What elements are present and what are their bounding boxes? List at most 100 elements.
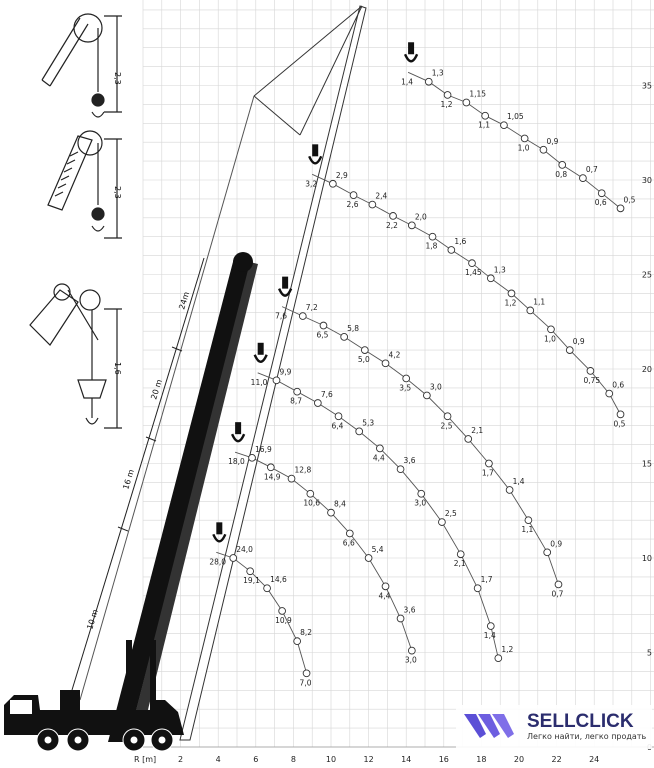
load-point [360,346,369,354]
load-point [443,412,452,421]
load-point [486,622,495,630]
load-label: 7,2 [306,303,318,312]
load-label: 2,4 [375,192,387,201]
load-label: 1,4 [484,631,496,640]
load-label: 0,9 [546,137,558,146]
y-tick-label: 10 [642,554,652,563]
x-tick-label: 24 [589,755,599,764]
load-point [579,174,587,182]
load-point [558,161,567,169]
load-label: 1,0 [518,143,530,152]
load-point [396,465,405,474]
load-label: 12,8 [295,466,312,475]
load-label: 3,2 [305,179,317,188]
load-label: 3,6 [404,456,416,465]
load-point [494,654,503,663]
load-point [616,410,625,419]
load-label: 3,5 [399,383,411,392]
load-point [396,614,405,623]
load-label: 2,5 [441,421,453,430]
load-point [524,516,533,525]
x-tick-label: 2 [178,755,183,764]
load-point [456,550,465,559]
load-label: 0,9 [550,539,562,548]
boom-dim-10m: 10 m [85,608,100,630]
hook-icon [231,422,246,443]
load-point [565,346,574,354]
load-point [464,435,473,443]
load-point [313,399,322,407]
load-label: 2,1 [454,559,466,568]
load-label: 4,2 [389,350,401,359]
x-tick-label: 8 [291,755,296,764]
load-point [417,489,426,498]
load-point [272,376,281,385]
load-point [462,98,471,107]
load-point [248,453,256,462]
y-tick-label: 25 [642,271,652,280]
load-label: 0,9 [573,337,585,346]
load-label: 3,6 [404,605,416,614]
load-label: 1,4 [513,477,525,486]
x-tick-label: 18 [476,755,486,764]
load-label: 6,4 [332,421,344,430]
load-label: 1,2 [441,100,453,109]
load-point [345,529,354,538]
load-point [402,374,411,383]
axis-labels: R [m]2468101214161820222405101520253035 [134,82,652,765]
load-label: 0,75 [583,376,600,385]
load-label: 4,4 [373,453,385,462]
load-curve-line [281,306,559,585]
crane-truck [4,640,184,735]
load-label: 1,1 [478,121,490,130]
load-curve-line [257,372,499,659]
load-label: 5,0 [358,355,370,364]
load-label: 2,5 [445,509,457,518]
load-label: 7,6 [275,312,287,321]
load-point [423,391,431,400]
x-tick-label: 12 [364,755,374,764]
load-point [389,212,397,220]
load-label: 8,7 [290,397,302,406]
hook-icon [253,342,268,363]
y-tick-label: 15 [642,460,652,469]
load-point [287,474,296,483]
x-tick-label: 6 [253,755,258,764]
load-label: 8,2 [300,628,312,637]
load-point [229,554,238,562]
load-label: 10,6 [303,499,320,508]
x-tick-label: 14 [401,755,411,764]
load-label: 1,45 [465,268,482,277]
load-label: 1,1 [521,525,533,534]
load-label: 6,6 [343,538,355,547]
load-point [306,489,315,498]
load-point [485,459,493,468]
load-label: 14,9 [264,472,281,481]
hook-dim-1: 2,3 [113,72,122,85]
load-point [443,91,452,99]
load-label: 0,5 [624,195,636,204]
hook-icons [212,42,419,543]
load-point [543,548,552,557]
load-label: 3,0 [430,382,442,391]
hook-diagram-2 [47,130,122,239]
load-point [319,321,328,330]
hook-diagram-1 [41,13,122,118]
x-tick-label: 20 [514,755,524,764]
load-point [500,121,508,130]
load-point [334,412,343,421]
load-point [293,637,302,646]
sellclick-logo-icon [464,714,486,738]
load-point [381,582,390,591]
load-label: 10,9 [275,616,292,625]
load-label: 0,8 [555,170,567,179]
x-tick-label: 4 [216,755,221,764]
load-label: 5,4 [372,545,384,554]
y-tick-label: 20 [642,365,652,374]
load-label: 7,6 [321,390,333,399]
load-point [349,191,358,199]
